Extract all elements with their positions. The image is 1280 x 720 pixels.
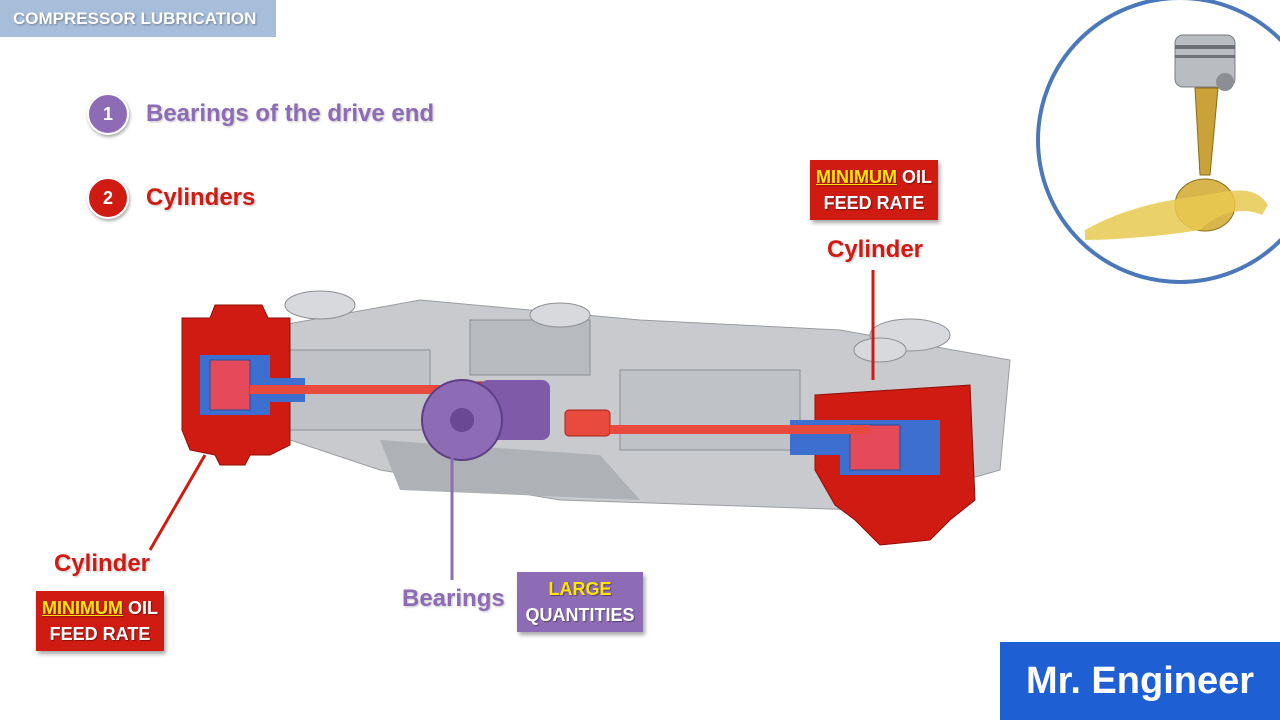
page-title: COMPRESSOR LUBRICATION bbox=[0, 0, 276, 37]
box-text: OIL bbox=[122, 598, 158, 618]
large-quantities-box: LARGE QUANTITIES bbox=[517, 572, 643, 632]
box-text: FEED RATE bbox=[823, 193, 925, 213]
crank-bearing bbox=[421, 379, 550, 461]
box-text: OIL bbox=[896, 167, 932, 187]
point-number: 2 bbox=[87, 177, 129, 219]
box-highlight: MINIMUM bbox=[816, 167, 897, 187]
piston-inset bbox=[1036, 0, 1280, 284]
bearings-label: Bearings bbox=[402, 585, 505, 612]
point-label: Cylinders bbox=[146, 184, 256, 211]
box-text: QUANTITIES bbox=[525, 605, 635, 625]
box-text: FEED RATE bbox=[49, 624, 151, 644]
point-label: Bearings of the drive end bbox=[146, 100, 435, 127]
box-highlight: LARGE bbox=[548, 579, 612, 599]
box-highlight: MINIMUM bbox=[42, 598, 123, 618]
min-oil-feed-box-left: MINIMUM OIL FEED RATE bbox=[36, 591, 164, 651]
cylinder-left-leader bbox=[148, 454, 207, 551]
cylinder-left-label: Cylinder bbox=[54, 550, 151, 577]
cylinder-right-label: Cylinder bbox=[827, 236, 924, 263]
left-cylinder bbox=[181, 304, 305, 466]
point-cylinders: 2 Cylinders bbox=[87, 177, 255, 219]
min-oil-feed-box-right: MINIMUM OIL FEED RATE bbox=[810, 160, 938, 220]
point-number: 1 bbox=[87, 93, 129, 135]
compressor-frame bbox=[199, 290, 1011, 511]
point-bearings: 1 Bearings of the drive end bbox=[87, 93, 434, 135]
brand-logo: Mr. Engineer bbox=[1000, 642, 1280, 720]
